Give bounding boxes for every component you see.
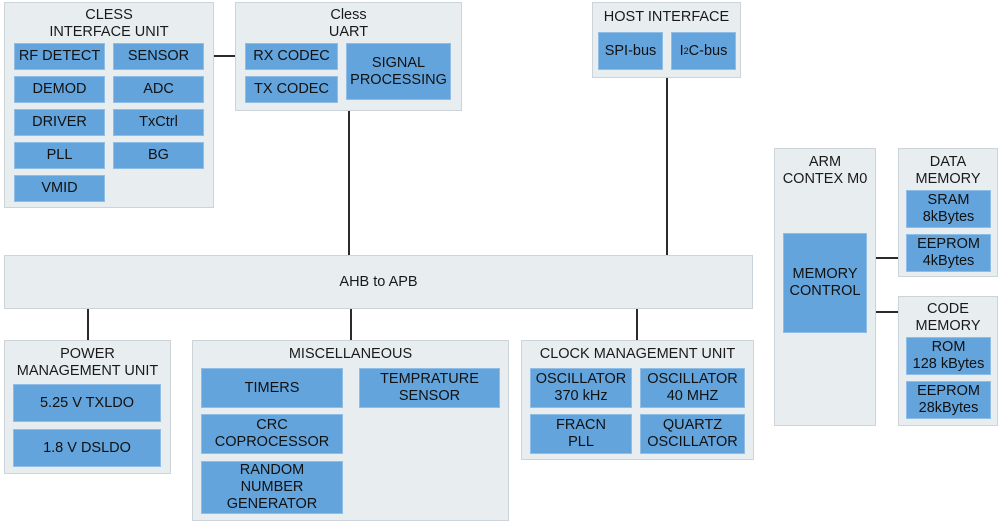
block-temperature-sensor: TEMPRATURE SENSOR <box>359 368 500 408</box>
host-interface-title: HOST INTERFACE <box>603 9 730 25</box>
connector-arm-data-memory <box>875 257 899 259</box>
cless-uart-title: Cless UART <box>328 7 369 40</box>
ahb-to-apb-label: AHB to APB <box>339 274 418 290</box>
block-rf-detect: RF DETECT <box>14 43 105 70</box>
block-signal-processing: SIGNAL PROCESSING <box>346 43 451 100</box>
connector-bus-misc <box>350 308 352 341</box>
block-pll: PLL <box>14 142 105 169</box>
block-random-number-generator: RANDOM NUMBER GENERATOR <box>201 461 343 514</box>
ahb-to-apb-bus: AHB to APB <box>4 255 753 309</box>
power-management-unit-title: POWER MANAGEMENT UNIT <box>16 346 159 379</box>
block-oscillator-40mhz: OSCILLATOR 40 MHZ <box>640 368 745 408</box>
data-memory-title: DATA MEMORY <box>915 154 981 187</box>
connector-bus-power <box>87 308 89 341</box>
code-memory-title: CODE MEMORY <box>915 301 981 334</box>
i2c-prefix: I <box>679 42 684 59</box>
block-quartz-oscillator: QUARTZ OSCILLATOR <box>640 414 745 454</box>
block-sram: SRAM 8kBytes <box>906 190 991 228</box>
i2c-suffix: C-bus <box>688 42 728 59</box>
block-rom: ROM 128 kBytes <box>906 337 991 375</box>
block-sensor: SENSOR <box>113 43 204 70</box>
block-rx-codec: RX CODEC <box>245 43 338 70</box>
connector-cless-uart <box>213 55 236 57</box>
block-bg: BG <box>113 142 204 169</box>
connector-arm-code-memory <box>875 311 899 313</box>
block-data-eeprom: EEPROM 4kBytes <box>906 234 991 272</box>
block-oscillator-370khz: OSCILLATOR 370 kHz <box>530 368 632 408</box>
cless-interface-unit-title: CLESS INTERFACE UNIT <box>49 7 169 40</box>
block-crc-coprocessor: CRC COPROCESSOR <box>201 414 343 454</box>
connector-bus-clock <box>636 308 638 341</box>
block-fracn-pll: FRACN PLL <box>530 414 632 454</box>
block-demod: DEMOD <box>14 76 105 103</box>
block-spi-bus: SPI-bus <box>598 32 663 70</box>
block-txctrl: TxCtrl <box>113 109 204 136</box>
block-timers: TIMERS <box>201 368 343 408</box>
block-adc: ADC <box>113 76 204 103</box>
block-vmid: VMID <box>14 175 105 202</box>
block-tx-codec: TX CODEC <box>245 76 338 103</box>
block-code-eeprom: EEPROM 28kBytes <box>906 381 991 419</box>
connector-host-bus <box>666 77 668 256</box>
block-txldo: 5.25 V TXLDO <box>13 384 161 422</box>
cless-interface-unit-panel: CLESS INTERFACE UNIT <box>4 2 214 208</box>
block-dsldo: 1.8 V DSLDO <box>13 429 161 467</box>
miscellaneous-title: MISCELLANEOUS <box>288 346 413 362</box>
clock-management-unit-title: CLOCK MANAGEMENT UNIT <box>539 346 736 362</box>
block-memory-control: MEMORY CONTROL <box>783 233 867 333</box>
i2c-superscript: 2 <box>683 45 689 56</box>
connector-uart-bus <box>348 110 350 256</box>
block-driver: DRIVER <box>14 109 105 136</box>
arm-contex-m0-title: ARM CONTEX M0 <box>782 154 868 187</box>
